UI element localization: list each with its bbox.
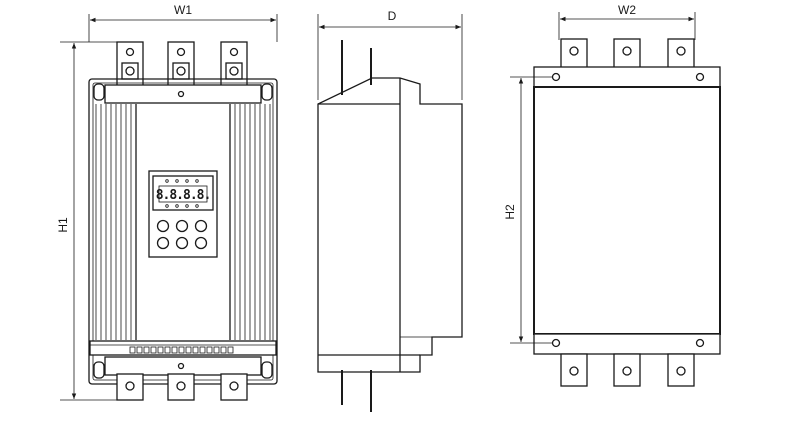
keypad-button	[194, 236, 208, 250]
keypad-button	[156, 236, 170, 250]
keypad-button	[194, 219, 208, 233]
keypad-button	[156, 219, 170, 233]
w1-label: W1	[174, 3, 192, 17]
h2-label: H2	[503, 204, 517, 220]
seven-segment-display: 8.8.8.8.	[156, 188, 211, 203]
w2-label: W2	[618, 3, 636, 17]
left-cooling-fins	[95, 104, 137, 340]
back-bottom-terminals	[560, 353, 695, 387]
keypad-button	[175, 236, 189, 250]
back-plate	[533, 86, 721, 335]
right-cooling-fins	[229, 104, 271, 340]
back-bottom-plate	[533, 333, 721, 355]
front-view: 8.8.8.8.	[56, 3, 278, 401]
side-housing	[317, 77, 463, 373]
d-label: D	[388, 9, 397, 23]
control-panel: 8.8.8.8.	[148, 170, 218, 258]
back-top-plate	[533, 66, 721, 88]
dimension-h1: H1	[56, 41, 118, 401]
keypad-button	[175, 219, 189, 233]
control-terminal-strip	[89, 340, 277, 356]
dimension-w2: W2	[558, 3, 696, 40]
back-top-terminals	[560, 38, 695, 70]
side-view: D	[317, 9, 463, 412]
dimension-d: D	[317, 9, 463, 100]
front-bottom-terminals	[116, 373, 248, 401]
back-view: W2 H2	[503, 3, 721, 387]
h1-label: H1	[56, 217, 70, 233]
dimension-w1: W1	[88, 3, 278, 42]
dimension-h2: H2	[503, 76, 553, 344]
